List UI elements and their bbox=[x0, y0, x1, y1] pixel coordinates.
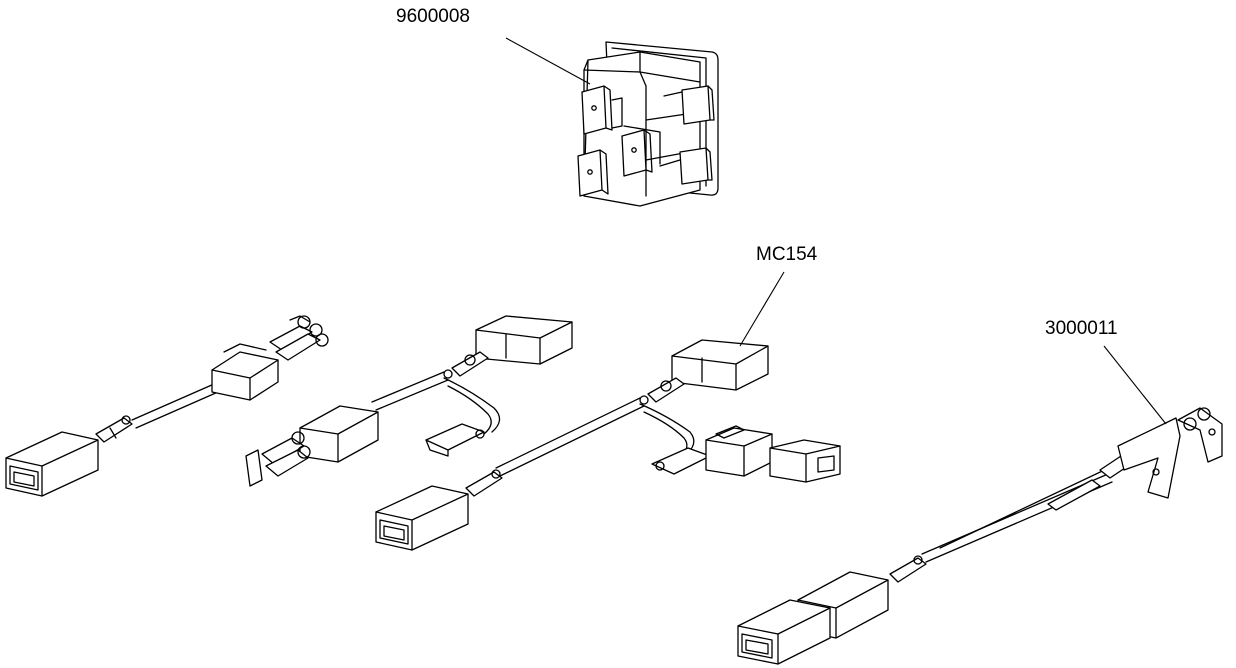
part-number-label-3000011: 3000011 bbox=[1045, 318, 1118, 339]
wire-harness-3000011 bbox=[737, 407, 1223, 665]
part-number-label-mc154: MC154 bbox=[756, 244, 818, 265]
part-number-label-switch: 9600008 bbox=[396, 6, 470, 27]
rocker-switch bbox=[577, 41, 719, 207]
wire-harness-left bbox=[5, 315, 329, 497]
wire-harness-second bbox=[245, 315, 573, 487]
wire-harness-mc154 bbox=[375, 339, 841, 551]
leader-line-3000011 bbox=[1103, 345, 1167, 425]
leader-line-switch bbox=[505, 37, 591, 85]
leader-line-mc154 bbox=[739, 271, 785, 347]
